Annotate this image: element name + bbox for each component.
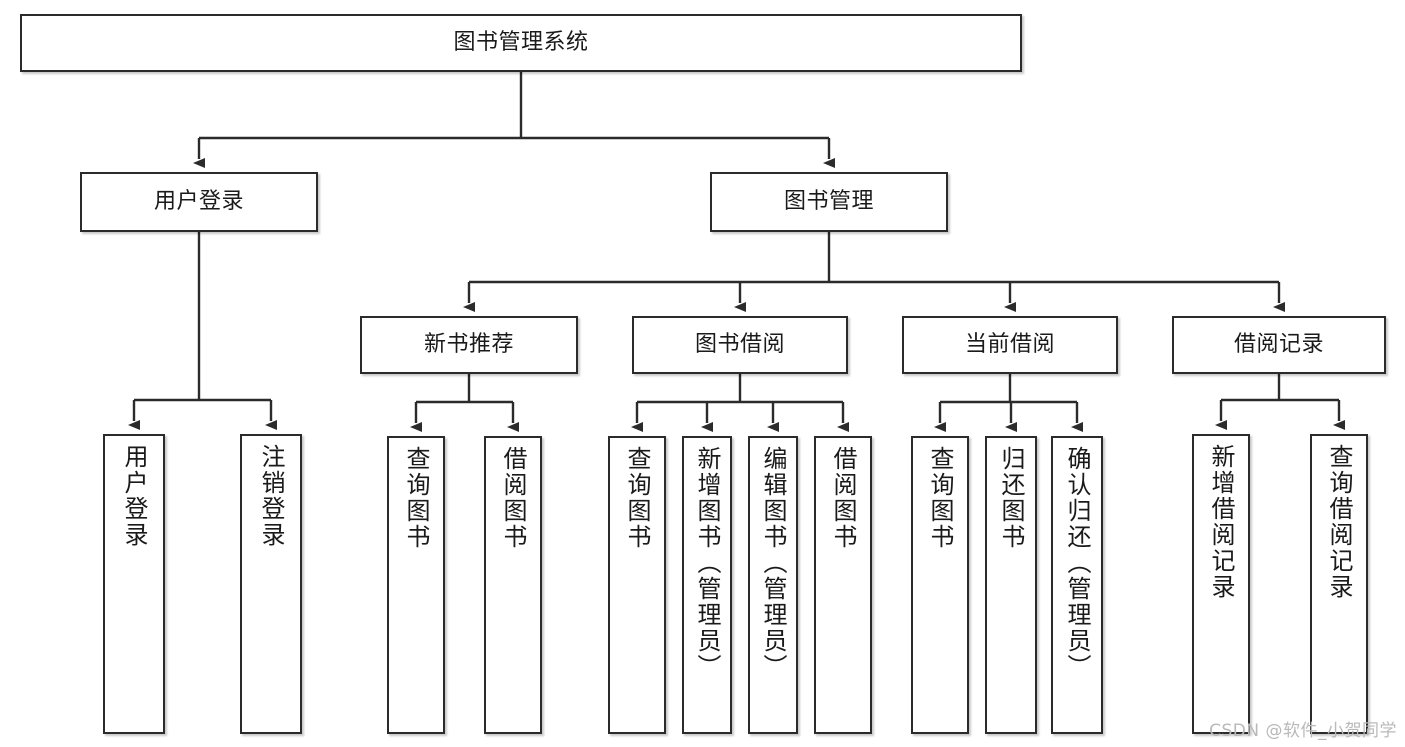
node-label: 当前借阅: [964, 331, 1055, 357]
node-label: 借阅图书: [499, 446, 527, 550]
node-leaf-cu-return[interactable]: 归还图书: [985, 436, 1037, 734]
node-label: 用户登录: [120, 444, 148, 548]
node-label: 确认归还（管理员）: [1063, 446, 1091, 680]
node-label: 用户登录: [153, 188, 244, 214]
node-leaf-re-add[interactable]: 新增借阅记录: [1192, 434, 1250, 734]
node-leaf-nb-query[interactable]: 查询图书: [387, 436, 445, 734]
node-leaf-bo-add[interactable]: 新增图书（管理员）: [682, 436, 732, 734]
node-bookmgmt[interactable]: 图书管理: [710, 172, 948, 232]
node-label: 查询借阅记录: [1325, 444, 1353, 600]
node-leaf-user-logout[interactable]: 注销登录: [240, 434, 302, 734]
node-label: 新增图书（管理员）: [693, 446, 721, 680]
node-borrow[interactable]: 图书借阅: [632, 316, 848, 374]
node-leaf-cu-query[interactable]: 查询图书: [911, 436, 969, 734]
node-label: 查询图书: [623, 446, 651, 550]
node-label: 新书推荐: [423, 331, 514, 357]
node-label: 新增借阅记录: [1207, 444, 1235, 600]
node-label: 查询图书: [402, 446, 430, 550]
node-label: 注销登录: [257, 444, 285, 548]
node-label: 借阅记录: [1233, 331, 1324, 357]
node-leaf-nb-borrow[interactable]: 借阅图书: [484, 436, 542, 734]
node-label: 编辑图书（管理员）: [759, 446, 787, 680]
node-label: 图书借阅: [694, 331, 785, 357]
node-label: 归还图书: [997, 446, 1025, 550]
node-root[interactable]: 图书管理系统: [20, 14, 1022, 72]
node-leaf-bo-query[interactable]: 查询图书: [608, 436, 666, 734]
node-leaf-bo-edit[interactable]: 编辑图书（管理员）: [748, 436, 798, 734]
node-records[interactable]: 借阅记录: [1172, 316, 1386, 374]
node-leaf-user-login[interactable]: 用户登录: [103, 434, 165, 734]
node-label: 图书管理: [783, 188, 874, 214]
node-current[interactable]: 当前借阅: [902, 316, 1118, 374]
node-leaf-re-query[interactable]: 查询借阅记录: [1310, 434, 1368, 734]
node-label: 查询图书: [926, 446, 954, 550]
node-newbook[interactable]: 新书推荐: [360, 316, 578, 374]
node-label: 图书管理系统: [453, 29, 589, 55]
node-login[interactable]: 用户登录: [80, 172, 318, 232]
node-leaf-cu-confirm[interactable]: 确认归还（管理员）: [1051, 436, 1103, 734]
node-leaf-bo-borrow[interactable]: 借阅图书: [814, 436, 872, 734]
node-label: 借阅图书: [829, 446, 857, 550]
